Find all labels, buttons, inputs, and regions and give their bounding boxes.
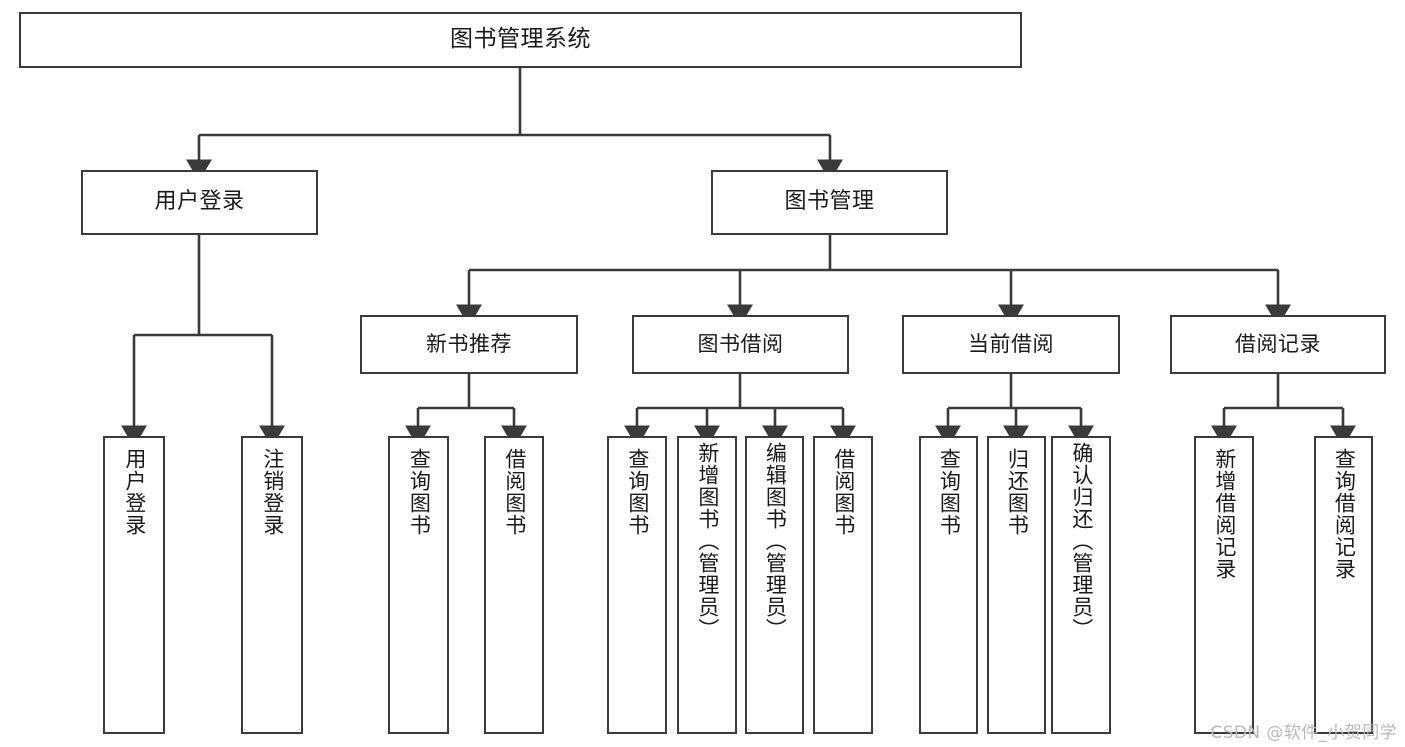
node-book-manage[interactable]: 图书管理 bbox=[711, 170, 948, 235]
node-leaf-edit-book-label: 编辑图书（管理员） bbox=[763, 442, 788, 640]
node-leaf-borrow-book-1-label: 借阅图书 bbox=[502, 448, 527, 536]
node-new-book-rec[interactable]: 新书推荐 bbox=[360, 315, 578, 374]
node-leaf-query-book-2[interactable]: 查询图书 bbox=[607, 436, 667, 734]
watermark: CSDN @软件_小贺同学 bbox=[1210, 723, 1397, 743]
node-leaf-query-book-1[interactable]: 查询图书 bbox=[388, 436, 449, 734]
node-current-borrow-label: 当前借阅 bbox=[968, 331, 1054, 356]
node-borrow-record[interactable]: 借阅记录 bbox=[1170, 315, 1386, 374]
node-leaf-query-book-3-label: 查询图书 bbox=[937, 448, 962, 536]
node-root-label: 图书管理系统 bbox=[450, 26, 591, 53]
node-leaf-query-book-1-label: 查询图书 bbox=[407, 448, 432, 536]
node-leaf-add-book-label: 新增图书（管理员） bbox=[695, 442, 720, 640]
node-user-login[interactable]: 用户登录 bbox=[81, 170, 318, 235]
node-leaf-add-record-label: 新增借阅记录 bbox=[1212, 448, 1237, 580]
node-book-manage-label: 图书管理 bbox=[784, 189, 875, 215]
node-leaf-confirm-return-label: 确认归还（管理员） bbox=[1069, 442, 1094, 640]
node-leaf-borrow-book-2-label: 借阅图书 bbox=[831, 448, 856, 536]
node-leaf-query-record-label: 查询借阅记录 bbox=[1332, 448, 1357, 580]
node-leaf-edit-book[interactable]: 编辑图书（管理员） bbox=[745, 436, 804, 734]
node-leaf-query-book-2-label: 查询图书 bbox=[625, 448, 650, 536]
node-leaf-logout-label: 注销登录 bbox=[260, 448, 285, 536]
node-leaf-return-book[interactable]: 归还图书 bbox=[987, 436, 1046, 734]
node-leaf-user-login-label: 用户登录 bbox=[122, 448, 147, 536]
node-leaf-logout[interactable]: 注销登录 bbox=[241, 436, 303, 734]
node-leaf-borrow-book-1[interactable]: 借阅图书 bbox=[484, 436, 544, 734]
node-user-login-label: 用户登录 bbox=[154, 189, 245, 215]
node-leaf-add-record[interactable]: 新增借阅记录 bbox=[1194, 436, 1254, 734]
node-leaf-user-login[interactable]: 用户登录 bbox=[103, 436, 165, 734]
node-book-borrow[interactable]: 图书借阅 bbox=[632, 315, 849, 374]
node-leaf-confirm-return[interactable]: 确认归还（管理员） bbox=[1051, 436, 1111, 734]
node-leaf-query-book-3[interactable]: 查询图书 bbox=[919, 436, 978, 734]
node-leaf-borrow-book-2[interactable]: 借阅图书 bbox=[813, 436, 873, 734]
node-leaf-return-book-label: 归还图书 bbox=[1005, 448, 1030, 536]
node-leaf-query-record[interactable]: 查询借阅记录 bbox=[1314, 436, 1373, 734]
node-borrow-record-label: 借阅记录 bbox=[1235, 331, 1321, 356]
node-current-borrow[interactable]: 当前借阅 bbox=[902, 315, 1120, 374]
node-book-borrow-label: 图书借阅 bbox=[697, 331, 784, 356]
node-new-book-rec-label: 新书推荐 bbox=[426, 331, 512, 356]
node-root[interactable]: 图书管理系统 bbox=[19, 12, 1022, 68]
node-leaf-add-book[interactable]: 新增图书（管理员） bbox=[677, 436, 737, 734]
